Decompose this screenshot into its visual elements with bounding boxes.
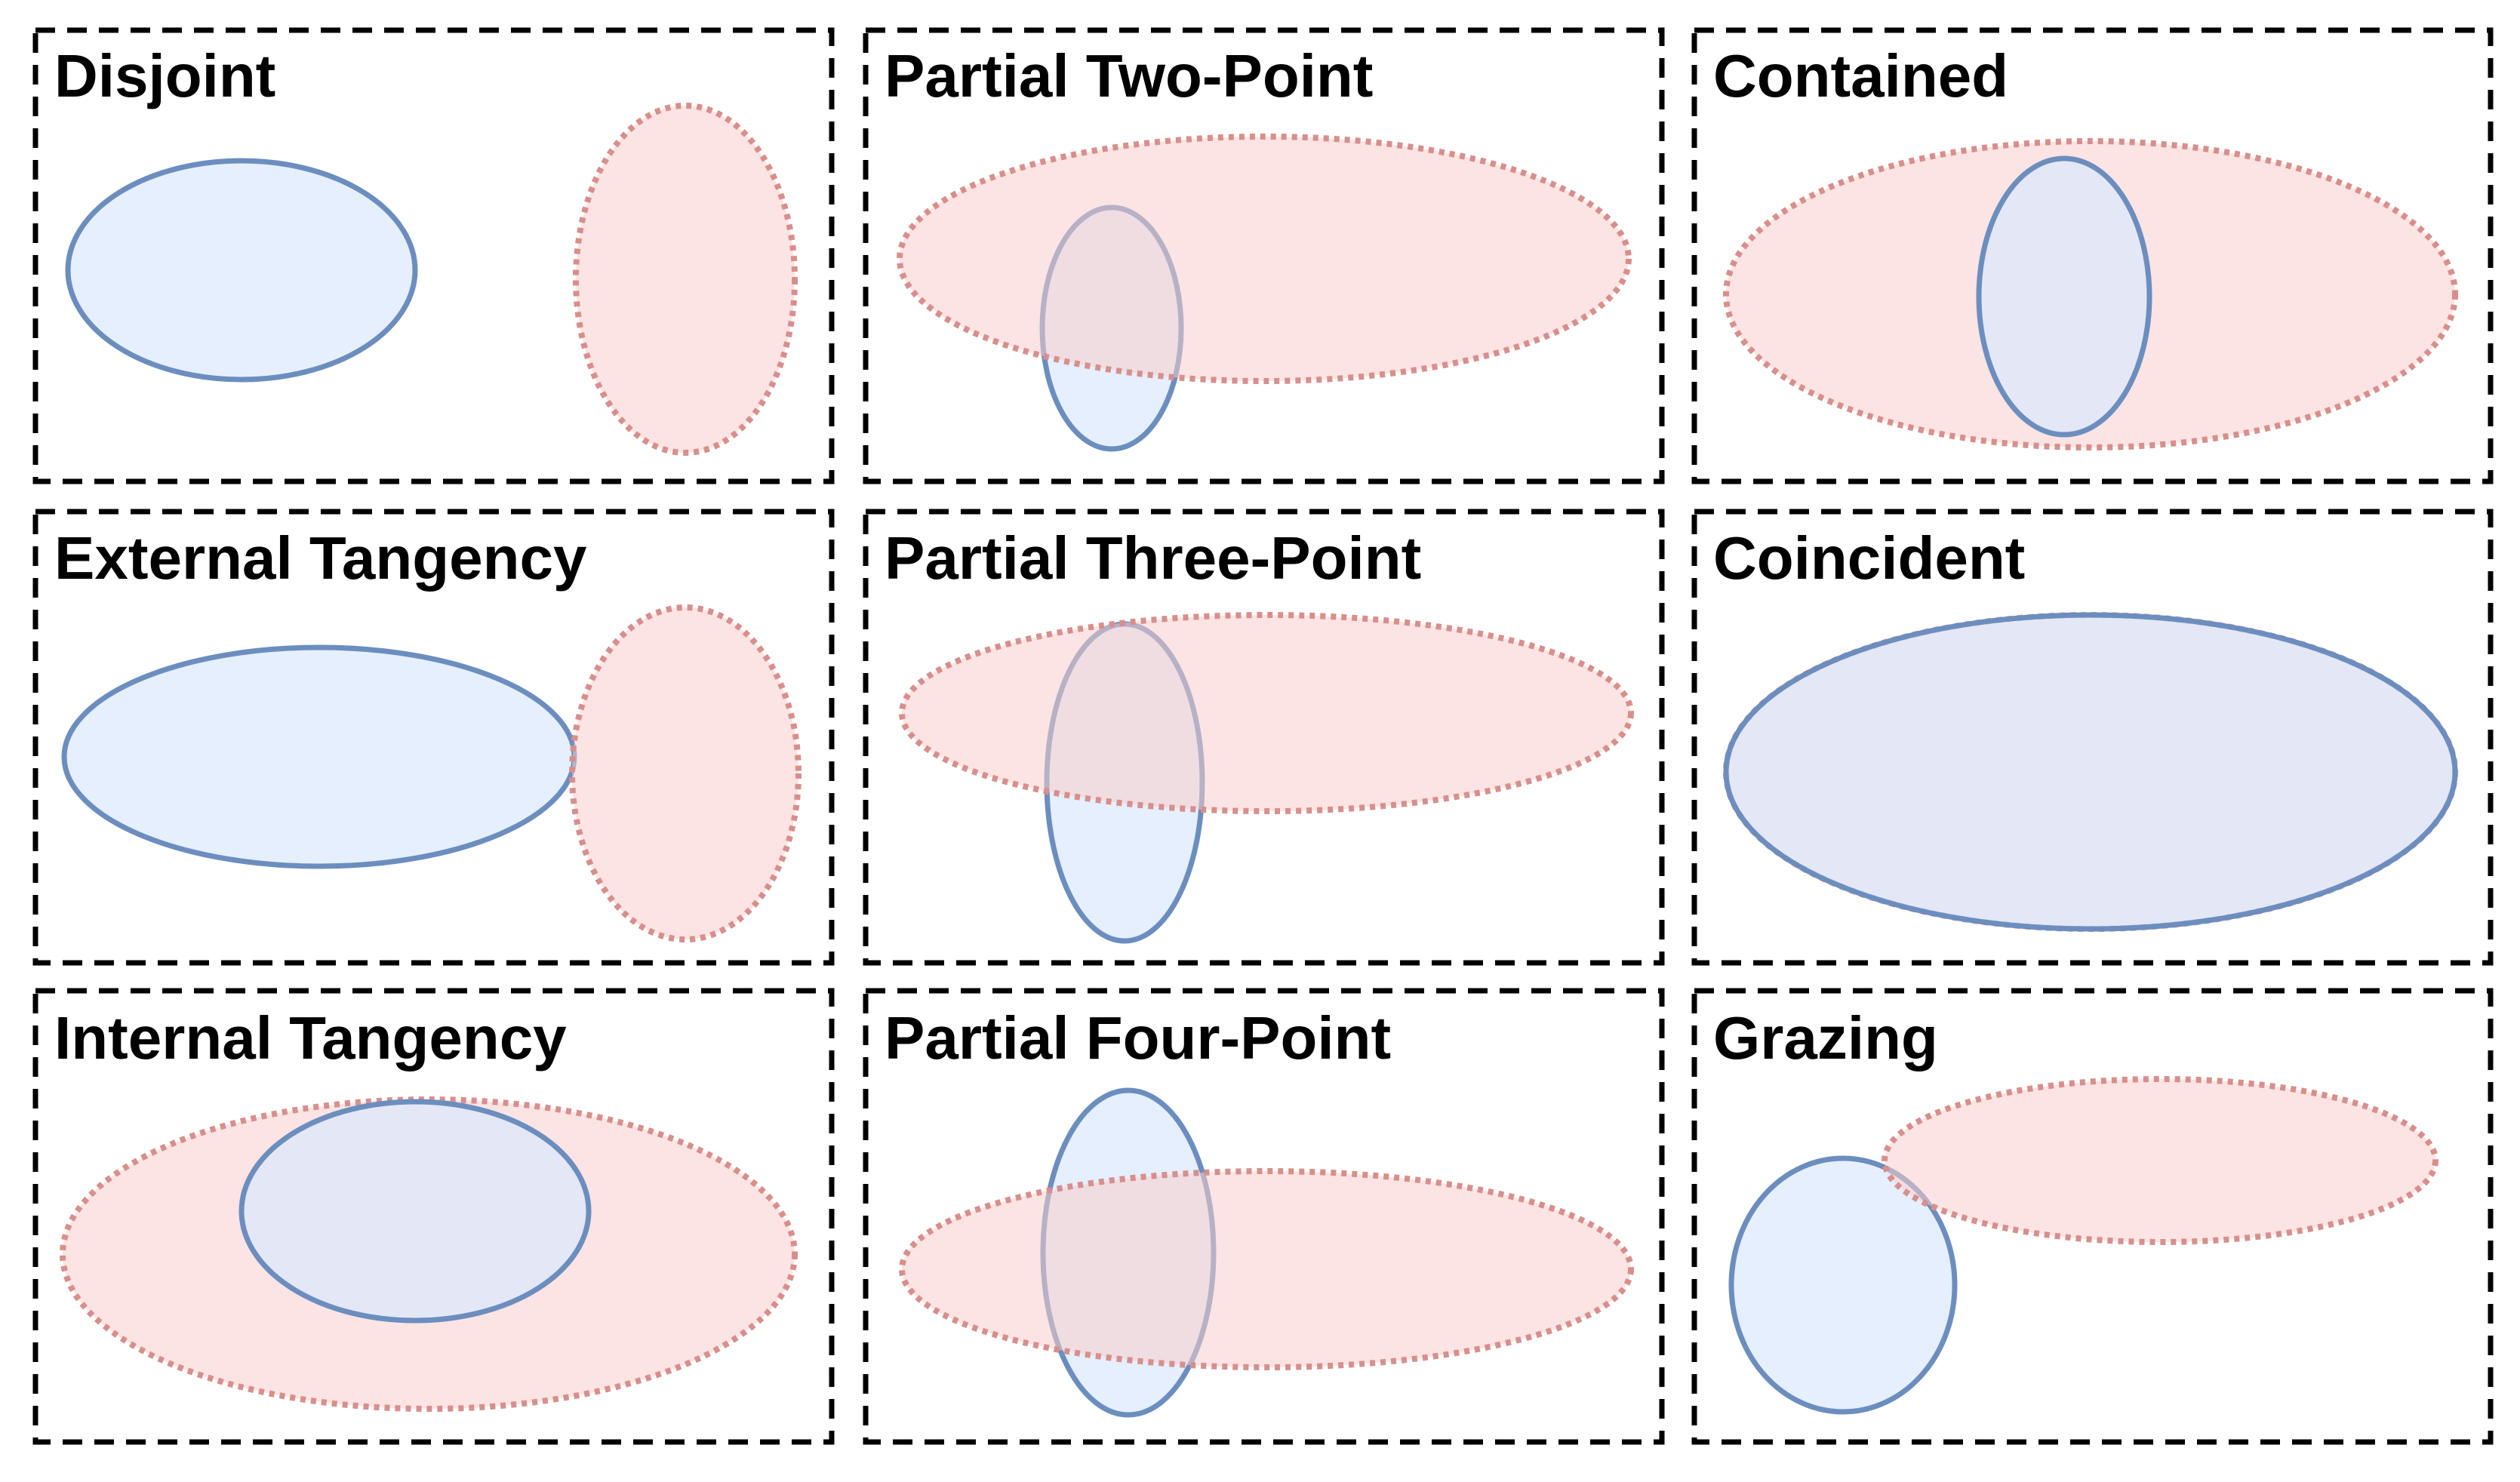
panel-disjoint: Disjoint [32,27,835,484]
panel-border [32,27,835,484]
panel-internal-tangency: Internal Tangency [32,988,835,1445]
blue-ellipse [1723,612,2458,932]
panel-border [1691,509,2494,966]
red-ellipse [569,604,802,942]
panel-partial-three-point: Partial Three-Point [863,509,1665,966]
panel-contained: Contained [1691,27,2494,484]
blue-ellipse [238,1099,592,1324]
panel-title: Contained [1713,42,2008,109]
panel-title: Coincident [1713,524,2025,592]
panel-title: Grazing [1713,1004,1938,1072]
red-ellipse [899,1168,1634,1370]
panel-border [32,509,835,966]
panel-coincident: Coincident [1691,509,2494,966]
red-ellipse [1882,1076,2438,1245]
panel-title: Internal Tangency [54,1004,567,1072]
panel-border [1691,988,2494,1445]
panel-border [863,509,1665,966]
red-ellipse [899,612,1634,814]
red-ellipse [897,134,1632,384]
panel-title: Partial Three-Point [885,524,1421,592]
blue-ellipse [61,644,577,869]
panel-external-tangency: External Tangency [32,509,835,966]
blue-ellipse [1728,1155,1958,1415]
blue-ellipse [1976,155,2152,438]
panel-border [32,988,835,1445]
panel-title: Disjoint [54,42,275,109]
panel-partial-four-point: Partial Four-Point [863,988,1665,1445]
panel-title: Partial Two-Point [885,42,1373,109]
panel-border [1691,27,2494,484]
red-ellipse [573,103,798,456]
panel-grazing: Grazing [1691,988,2494,1445]
blue-ellipse [65,158,418,383]
panel-border [863,988,1665,1445]
panel-border [863,27,1665,484]
panel-title: External Tangency [54,524,587,592]
panel-partial-two-point: Partial Two-Point [863,27,1665,484]
panel-title: Partial Four-Point [885,1004,1391,1072]
